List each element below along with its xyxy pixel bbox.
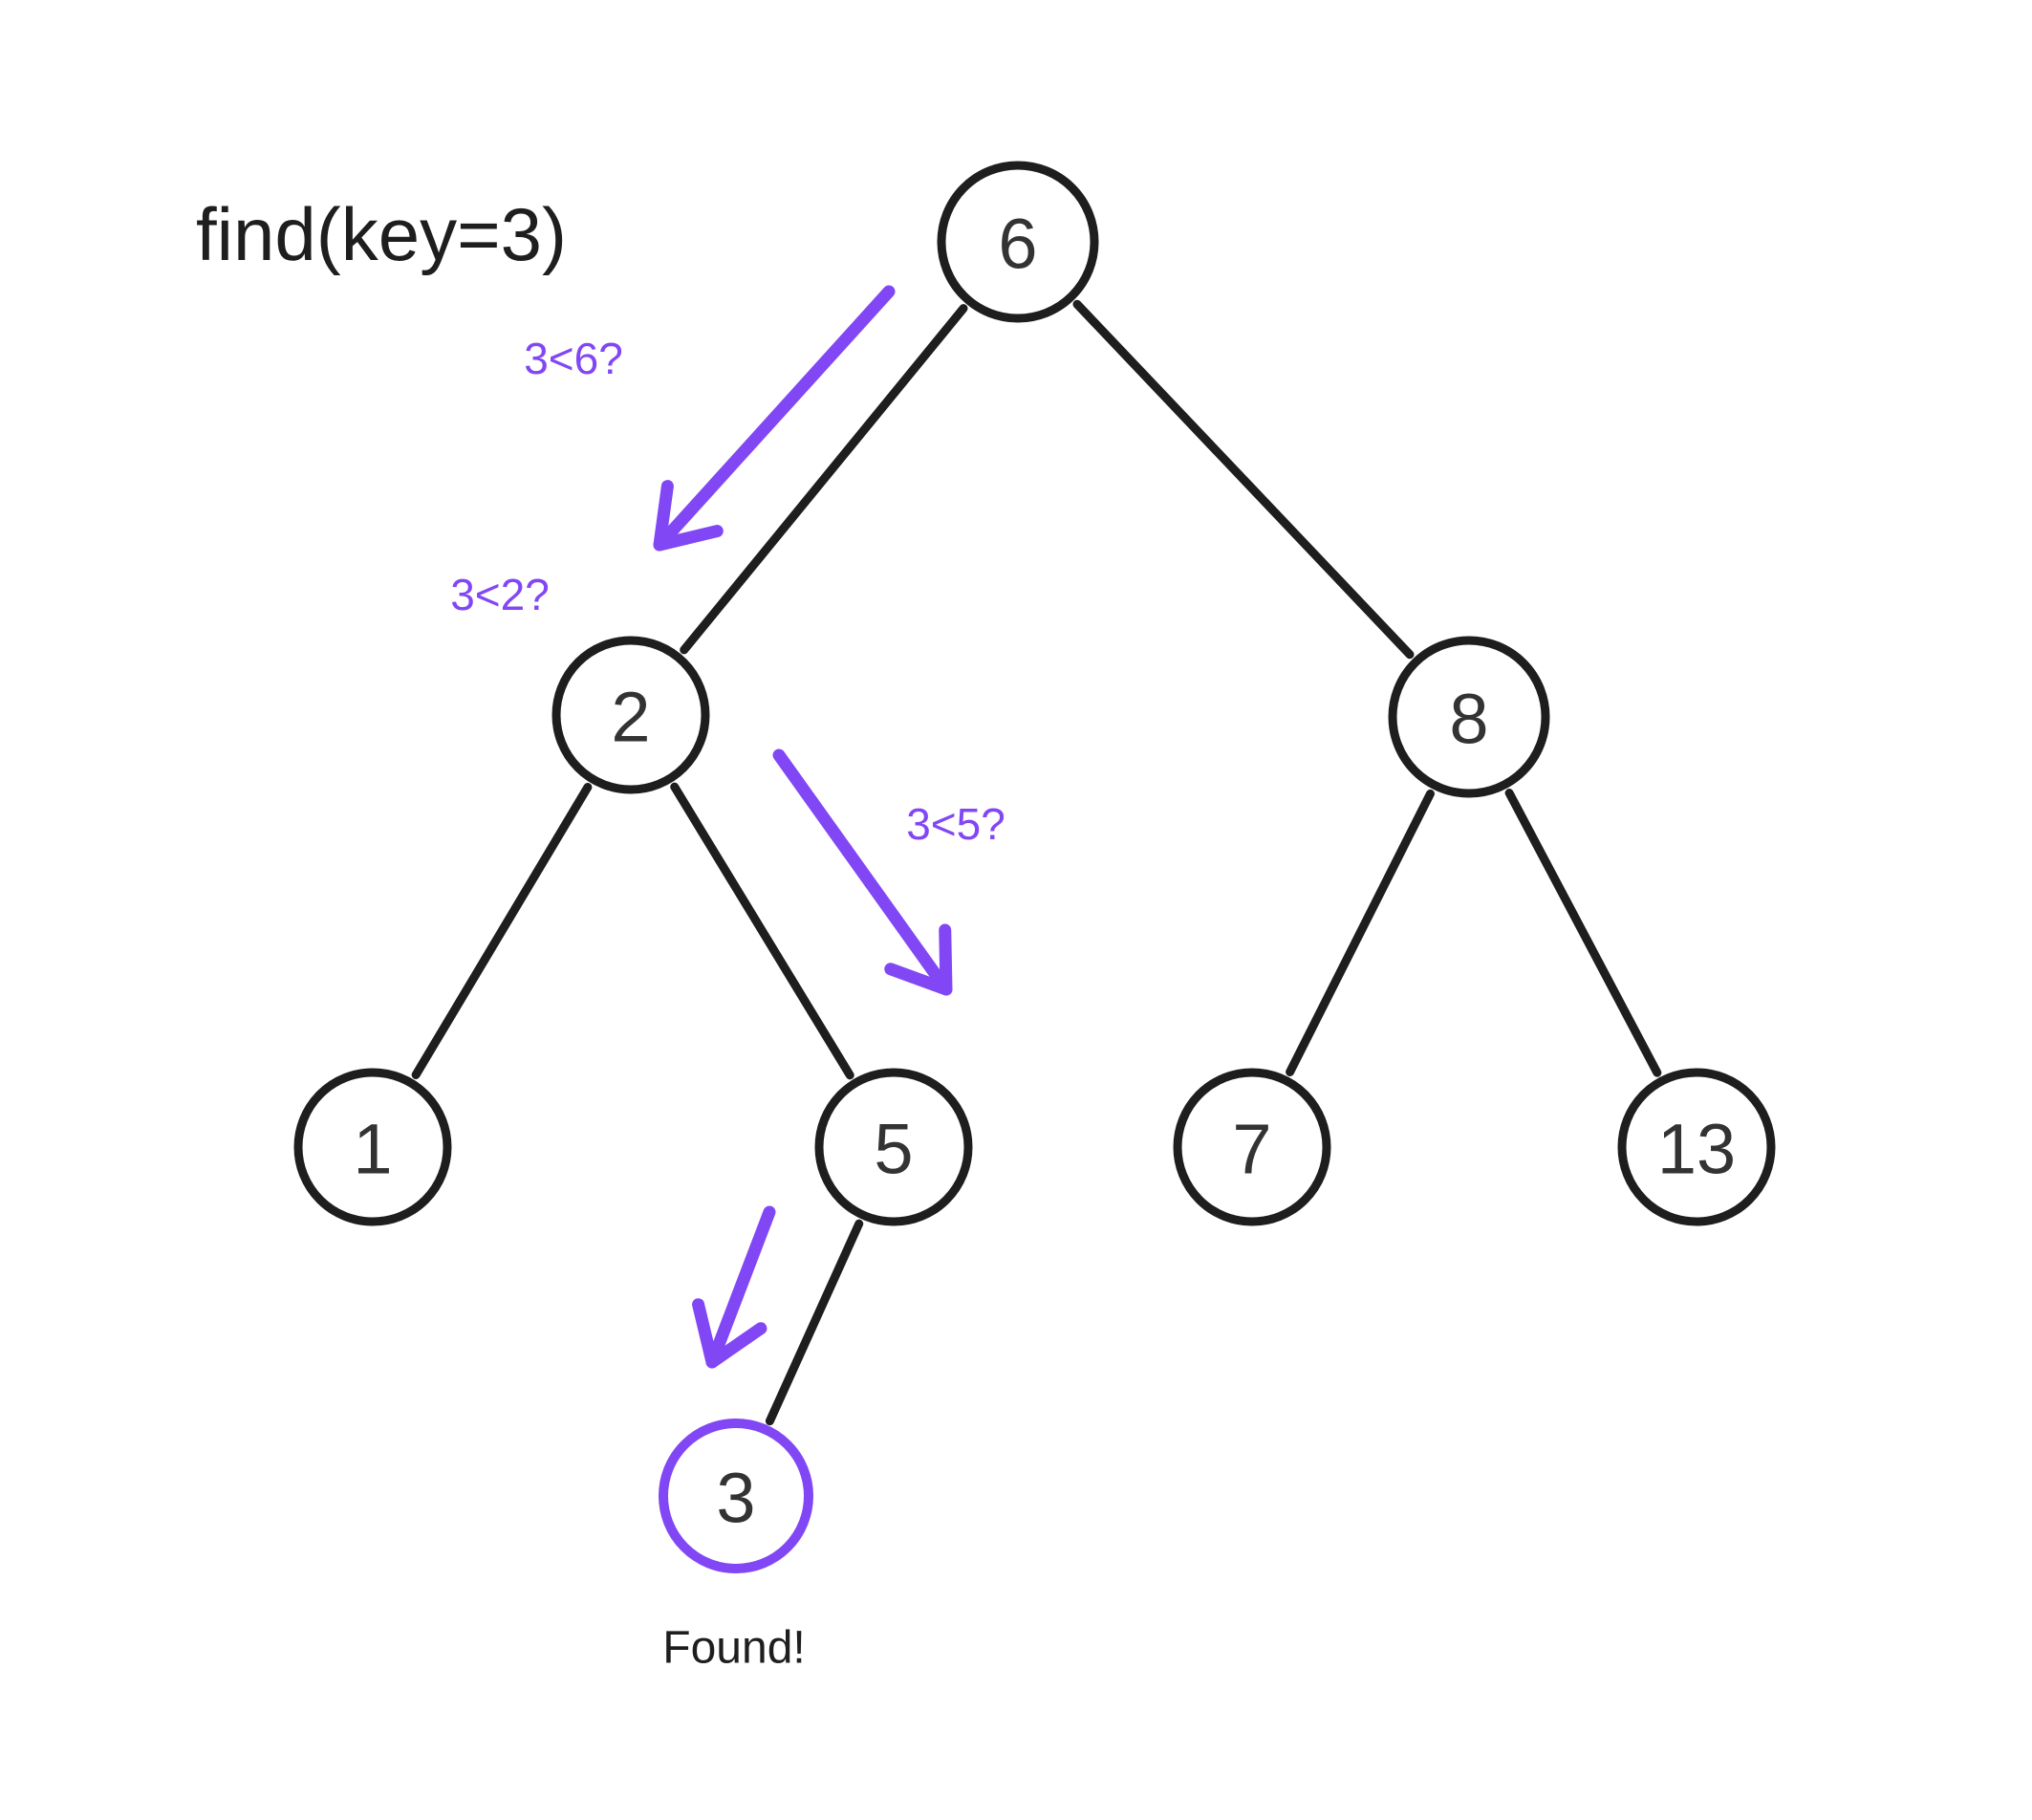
tree-node-2[interactable]: 2 <box>551 636 710 794</box>
node-circle-2 <box>551 636 710 794</box>
trace-arrow-head-3 <box>692 1298 767 1369</box>
node-label-8: 8 <box>1449 680 1488 759</box>
node-label-3: 3 <box>716 1459 755 1538</box>
node-circle-7 <box>1173 1068 1331 1226</box>
tree-edge-n5-n3 <box>765 1219 864 1426</box>
trace-arrow-shaft-2 <box>772 748 953 996</box>
node-circle-13 <box>1617 1068 1776 1226</box>
tree-edges-group <box>411 299 1662 1426</box>
trace-arrow-head-1 <box>653 480 724 552</box>
tree-edge-n8-n7 <box>1286 789 1435 1076</box>
tree-node-3[interactable]: 3 <box>659 1419 813 1573</box>
tree-edge-n2-n1 <box>411 783 593 1079</box>
node-label-13: 13 <box>1657 1110 1736 1189</box>
tree-node-1[interactable]: 1 <box>293 1068 452 1226</box>
trace-label-step-3: 3<5? <box>906 799 1005 849</box>
tree-node-6[interactable]: 6 <box>937 161 1099 323</box>
tree-edge-n8-n13 <box>1504 789 1662 1077</box>
node-circle-3 <box>659 1419 813 1573</box>
node-label-5: 5 <box>874 1110 913 1189</box>
tree-node-5[interactable]: 5 <box>814 1068 973 1226</box>
tree-node-8[interactable]: 8 <box>1388 636 1550 798</box>
node-label-6: 6 <box>998 205 1037 284</box>
tree-edge-n6-n2 <box>680 304 968 655</box>
trace-labels-group: 3<6? 3<2? 3<5? <box>450 334 1005 849</box>
node-circle-6 <box>937 161 1099 323</box>
trace-arrow-step-3 <box>692 1205 776 1369</box>
node-label-1: 1 <box>353 1110 392 1189</box>
trace-arrows-group <box>653 285 953 1369</box>
trace-arrow-shaft-3 <box>705 1205 776 1369</box>
trace-arrow-step-2 <box>772 748 953 996</box>
node-circle-1 <box>293 1068 452 1226</box>
node-circle-5 <box>814 1068 973 1226</box>
tree-edge-n6-n8 <box>1072 299 1415 660</box>
node-label-2: 2 <box>611 678 650 757</box>
tree-node-13[interactable]: 13 <box>1617 1068 1776 1226</box>
trace-arrow-step-1 <box>653 285 896 552</box>
tree-nodes-group: 6 2 8 1 5 7 13 3 <box>293 161 1776 1573</box>
trace-label-step-2: 3<2? <box>450 570 550 619</box>
found-annotation: Found! <box>662 1623 805 1674</box>
trace-arrow-head-2 <box>884 923 953 996</box>
tree-edge-n2-n5 <box>670 782 854 1080</box>
page-title: find(key=3) <box>196 192 567 276</box>
node-circle-8 <box>1388 636 1550 798</box>
trace-label-step-1: 3<6? <box>524 334 623 383</box>
node-label-7: 7 <box>1232 1110 1271 1189</box>
trace-arrow-shaft-1 <box>653 285 896 552</box>
tree-node-7[interactable]: 7 <box>1173 1068 1331 1226</box>
